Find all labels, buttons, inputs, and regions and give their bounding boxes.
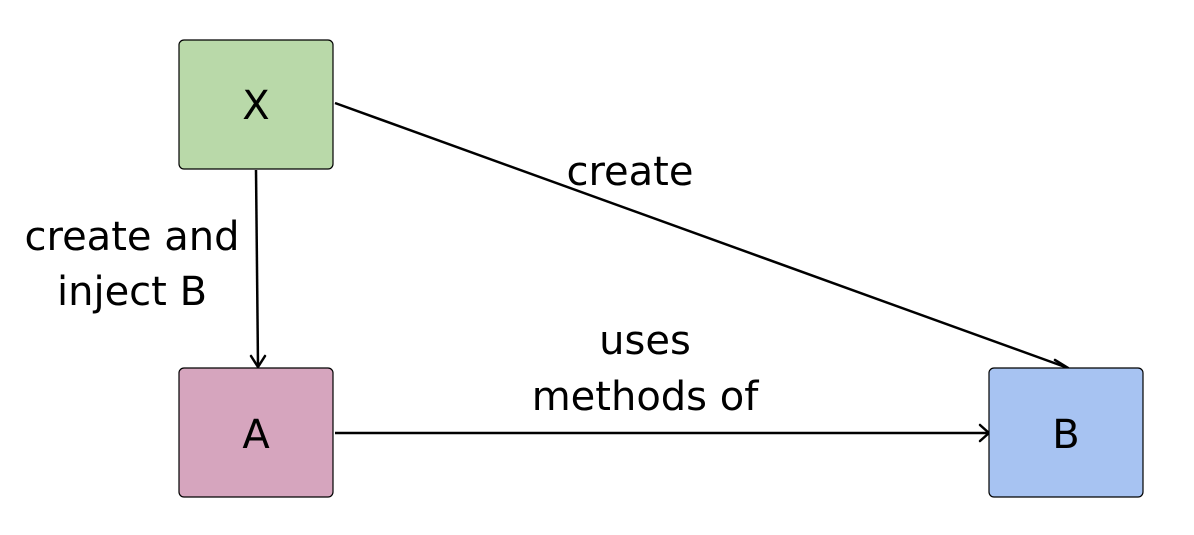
edge-x-to-a-label-line1: create and bbox=[25, 214, 240, 260]
edge-x-to-a-line bbox=[254, 169, 260, 367]
edge-a-to-b-label-line1: uses bbox=[599, 318, 691, 364]
node-b: B bbox=[988, 367, 1144, 498]
edge-x-to-b bbox=[334, 101, 1070, 374]
node-b-label: B bbox=[1052, 412, 1079, 458]
node-x: X bbox=[178, 39, 334, 170]
edge-x-to-a-arrowhead bbox=[249, 354, 267, 369]
edge-x-to-a-label-line2: inject B bbox=[57, 269, 207, 315]
node-b-box bbox=[988, 367, 1144, 498]
node-a: A bbox=[178, 367, 334, 498]
edge-x-to-a bbox=[249, 169, 267, 369]
node-x-box bbox=[178, 39, 334, 170]
node-x-label: X bbox=[242, 83, 269, 129]
edge-x-to-b-line bbox=[334, 101, 1069, 370]
edge-a-to-b-label-line2: methods of bbox=[532, 374, 760, 420]
node-a-box bbox=[178, 367, 334, 498]
node-a-label: A bbox=[242, 412, 270, 458]
edge-x-to-b-label: create bbox=[567, 149, 694, 195]
edge-a-to-b bbox=[335, 423, 991, 443]
